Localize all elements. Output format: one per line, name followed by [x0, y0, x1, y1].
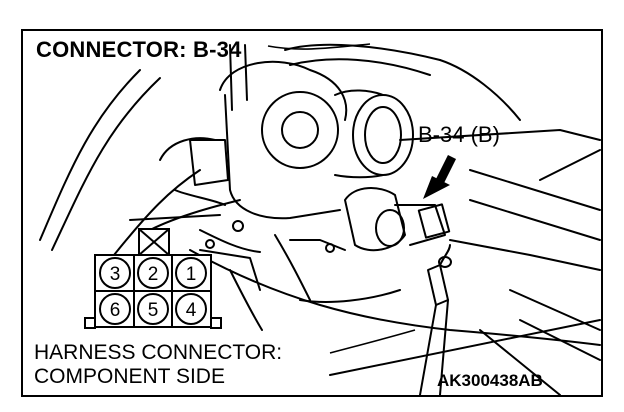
pin-4-terminal	[175, 293, 207, 325]
connector-pin-labels: 3 2 1 6 5 4	[110, 264, 197, 321]
pin-label: 6	[110, 300, 121, 321]
connector-title: CONNECTOR: B-34	[36, 37, 242, 62]
pin-label: 5	[148, 300, 159, 321]
harness-label-line1: HARNESS CONNECTOR:	[34, 341, 283, 364]
pin-2-terminal	[137, 257, 169, 289]
pin-label: 3	[110, 264, 121, 285]
pin-3-terminal	[99, 257, 131, 289]
engine-illustration	[39, 43, 601, 396]
callout-arrow	[423, 154, 457, 199]
harness-label-line2: COMPONENT SIDE	[34, 365, 225, 388]
title-leader-line	[267, 43, 371, 50]
drawing-code: AK300438AB	[437, 371, 543, 390]
harness-connector-face	[84, 228, 222, 329]
pin-1-terminal	[175, 257, 207, 289]
pin-6-terminal	[99, 293, 131, 325]
pin-5-terminal	[137, 293, 169, 325]
connector-callout-label: B-34 (B)	[418, 122, 500, 147]
pin-label: 2	[148, 264, 159, 285]
harness-leader-line	[329, 329, 416, 354]
figure-frame	[21, 29, 603, 397]
pin-label: 1	[186, 264, 197, 285]
pin-label: 4	[186, 300, 197, 321]
